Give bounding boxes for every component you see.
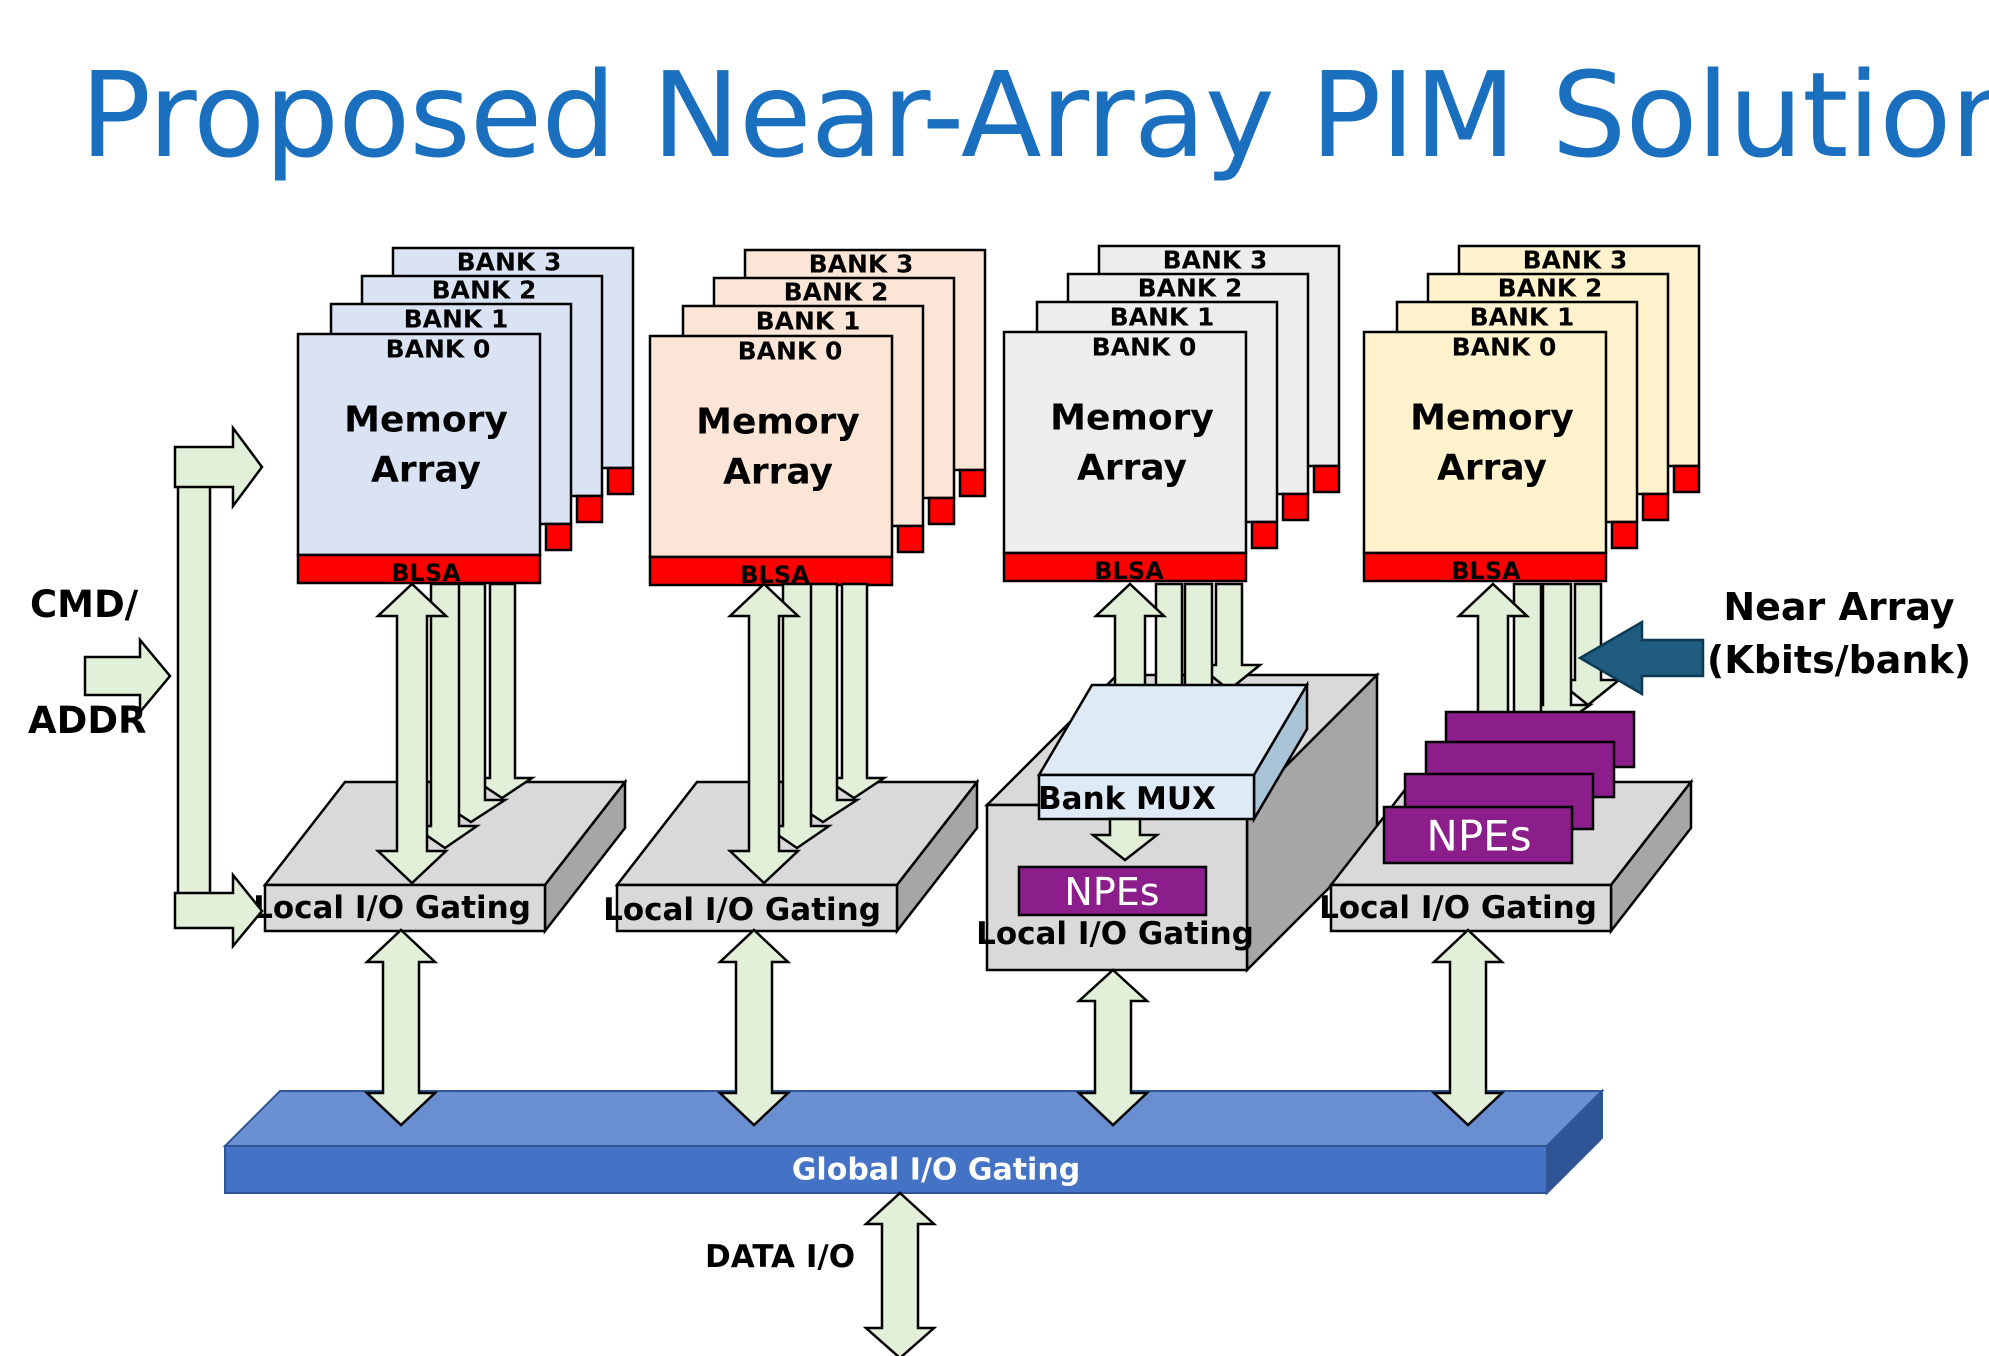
npe-block-3: NPEs bbox=[1017, 865, 1208, 917]
local-io-label-4: Local I/O Gating bbox=[1319, 890, 1597, 926]
memory-bank-stack-3: BANK 3 BANK 2 BANK 1 BANK 0 Memory Array… bbox=[1004, 246, 1339, 585]
bank1-label: BANK 1 bbox=[756, 307, 861, 336]
mux-to-npe-arrow bbox=[1089, 817, 1161, 862]
memory-bank-stack-2: BANK 3 BANK 2 BANK 1 BANK 0 Memory Array… bbox=[650, 250, 985, 589]
gating-to-global-arrows bbox=[363, 928, 1506, 1127]
data-io-arrow bbox=[862, 1191, 938, 1356]
kbits-label: (Kbits/bank) bbox=[1707, 638, 1971, 682]
bank3-label: BANK 3 bbox=[809, 250, 914, 279]
data-io-label: DATA I/O bbox=[705, 1239, 855, 1275]
global-io-label: Global I/O Gating bbox=[792, 1153, 1080, 1188]
array-label: Array bbox=[1077, 448, 1187, 489]
bank0-label: BANK 0 bbox=[1452, 333, 1557, 362]
blsa-label: BLSA bbox=[1094, 557, 1164, 585]
memory-bank-stack-4: BANK 3 BANK 2 BANK 1 BANK 0 Memory Array… bbox=[1364, 246, 1699, 585]
memory-label: Memory bbox=[344, 400, 508, 441]
bank2-label: BANK 2 bbox=[784, 278, 889, 307]
bank2-label: BANK 2 bbox=[1138, 274, 1243, 303]
cmd-addr-bracket bbox=[83, 424, 264, 950]
page-title: Proposed Near-Array PIM Solution bbox=[80, 46, 1989, 184]
npe-label: NPEs bbox=[1064, 870, 1159, 914]
memory-bank-stack-1: BANK 3 BANK 2 BANK 1 BANK 0 Memory Array… bbox=[298, 248, 633, 587]
bank-mux-label: Bank MUX bbox=[1038, 781, 1216, 817]
npe-stack-4: NPEs bbox=[1382, 710, 1636, 865]
bank0-label: BANK 0 bbox=[386, 335, 491, 364]
bank-mux: Bank MUX bbox=[1036, 680, 1310, 824]
global-io-gating: Global I/O Gating bbox=[222, 1088, 1605, 1196]
array-label: Array bbox=[723, 452, 833, 493]
array-label: Array bbox=[1437, 448, 1547, 489]
bank2-label: BANK 2 bbox=[1498, 274, 1603, 303]
memory-label: Memory bbox=[1050, 398, 1214, 439]
local-io-label-1: Local I/O Gating bbox=[253, 890, 531, 926]
bank3-label: BANK 3 bbox=[457, 248, 562, 277]
memory-label: Memory bbox=[1410, 398, 1574, 439]
local-io-label-3: Local I/O Gating bbox=[976, 916, 1254, 952]
blsa-label: BLSA bbox=[391, 559, 461, 587]
cmd-label: CMD/ bbox=[30, 583, 139, 626]
blsa-label: BLSA bbox=[1451, 557, 1521, 585]
bank2-label: BANK 2 bbox=[432, 276, 537, 305]
bank1-label: BANK 1 bbox=[404, 305, 509, 334]
bank-to-gating-arrows-1 bbox=[374, 582, 537, 885]
npe-label: NPEs bbox=[1426, 812, 1531, 861]
bank0-label: BANK 0 bbox=[1092, 333, 1197, 362]
memory-label: Memory bbox=[696, 402, 860, 443]
addr-label: ADDR bbox=[28, 699, 147, 742]
near-array-arrow bbox=[1577, 619, 1705, 697]
bank3-label: BANK 3 bbox=[1163, 246, 1268, 275]
bank1-label: BANK 1 bbox=[1470, 303, 1575, 332]
bank1-label: BANK 1 bbox=[1110, 303, 1215, 332]
bank0-label: BANK 0 bbox=[738, 337, 843, 366]
local-io-label-2: Local I/O Gating bbox=[603, 892, 881, 928]
bank3-label: BANK 3 bbox=[1523, 246, 1628, 275]
array-label: Array bbox=[371, 450, 481, 491]
bank-to-gating-arrows-2 bbox=[726, 582, 889, 885]
near-array-label: Near Array bbox=[1723, 585, 1955, 629]
